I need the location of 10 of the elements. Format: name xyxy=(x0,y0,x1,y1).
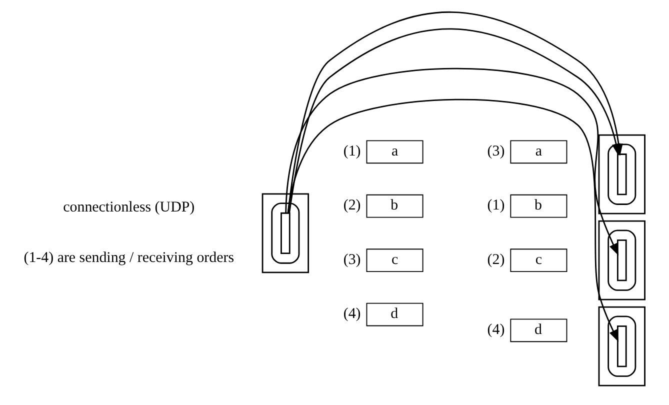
node-label: (2) xyxy=(343,198,361,214)
node-label: (4) xyxy=(487,322,505,338)
node-label: (1) xyxy=(343,143,361,160)
node-label: (2) xyxy=(487,252,505,268)
node-label: (4) xyxy=(343,306,361,322)
node-label: (3) xyxy=(343,252,361,268)
node-label: (3) xyxy=(487,143,505,160)
node-label: (1) xyxy=(487,198,505,214)
label: connectionless (UDP) xyxy=(63,200,195,216)
label: (1-4) are sending / receiving orders xyxy=(24,250,234,266)
